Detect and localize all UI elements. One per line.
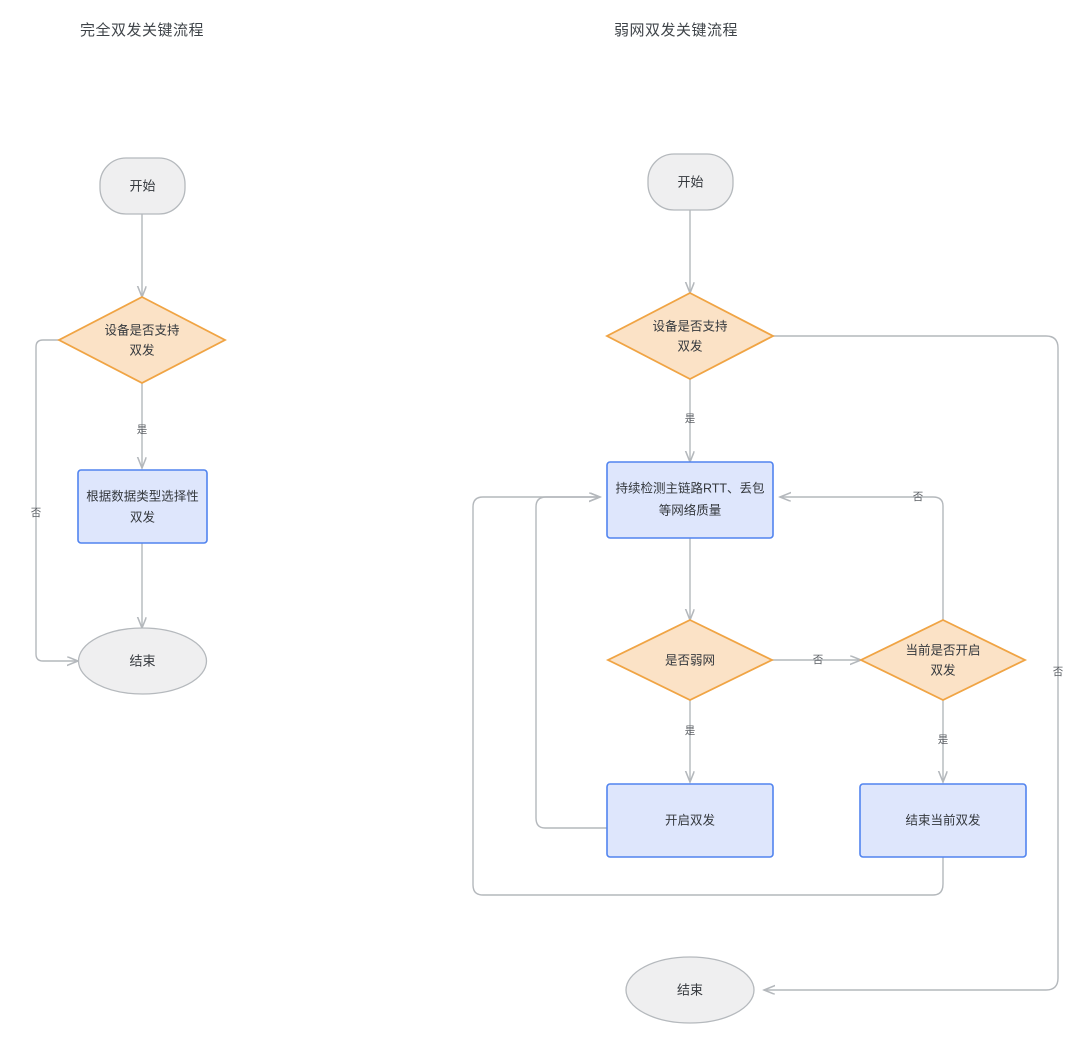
edge-label-r-support-yes: 是 <box>685 413 696 425</box>
right-support-label-line1: 设备是否支持 <box>652 318 727 333</box>
right-diagram-title: 弱网双发关键流程 <box>614 22 739 39</box>
right-stop-label: 结束当前双发 <box>905 812 981 827</box>
edge-r-stop-to-detect <box>472 497 944 896</box>
edge-support-no-to-end <box>35 339 78 661</box>
right-curon-label-line1: 当前是否开启 <box>905 642 980 657</box>
right-weak-label: 是否弱网 <box>665 653 715 667</box>
left-selective-label-line1: 根据数据类型选择性 <box>86 488 199 503</box>
edge-label-left-yes: 是 <box>137 424 148 436</box>
edge-r-curon-no-to-detect <box>780 497 944 620</box>
right-end-label: 结束 <box>677 982 703 997</box>
right-detect-label-line1: 持续检测主链路RTT、丢包 <box>615 480 764 495</box>
left-diagram-title: 完全双发关键流程 <box>80 22 205 39</box>
right-node-current-on-decision[interactable]: 当前是否开启 双发 <box>858 618 1028 702</box>
edge-label-r-weak-yes: 是 <box>685 725 696 737</box>
edge-label-left-no: 否 <box>31 507 42 519</box>
right-start-label: 开始 <box>677 174 703 189</box>
edge-label-r-support-no: 否 <box>1053 666 1064 678</box>
right-detect-label-line2: 等网络质量 <box>659 502 722 517</box>
right-curon-label-line2: 双发 <box>930 662 956 677</box>
left-start-label: 开始 <box>129 178 155 193</box>
left-selective-label-line2: 双发 <box>130 509 156 524</box>
left-node-end[interactable]: 结束 <box>77 627 208 695</box>
right-support-label-line2: 双发 <box>677 338 703 353</box>
right-node-support-decision[interactable]: 设备是否支持 双发 <box>605 291 775 381</box>
right-node-stop-process[interactable]: 结束当前双发 <box>859 783 1027 858</box>
right-node-weak-decision[interactable]: 是否弱网 <box>605 618 775 702</box>
edge-r-enable-to-detect <box>535 497 607 829</box>
right-enable-label: 开启双发 <box>665 812 716 827</box>
left-node-support-decision[interactable]: 设备是否支持 双发 <box>57 295 227 385</box>
left-edges <box>35 214 142 661</box>
edge-label-r-curon-yes: 是 <box>938 734 949 746</box>
edge-r-support-no-to-end <box>764 335 1059 990</box>
left-end-label: 结束 <box>129 653 155 668</box>
right-node-detect-process[interactable]: 持续检测主链路RTT、丢包 等网络质量 <box>606 461 774 539</box>
edge-label-r-curon-no: 否 <box>913 491 924 503</box>
left-node-start[interactable]: 开始 <box>99 157 186 215</box>
left-support-label-line1: 设备是否支持 <box>104 322 179 337</box>
right-node-start[interactable]: 开始 <box>647 153 734 211</box>
right-node-enable-process[interactable]: 开启双发 <box>606 783 774 858</box>
edge-label-r-weak-no: 否 <box>813 654 824 666</box>
right-node-end[interactable]: 结束 <box>625 956 755 1024</box>
left-node-selective-process[interactable]: 根据数据类型选择性 双发 <box>77 469 208 544</box>
right-edges <box>472 210 1059 990</box>
left-support-label-line2: 双发 <box>129 342 155 357</box>
